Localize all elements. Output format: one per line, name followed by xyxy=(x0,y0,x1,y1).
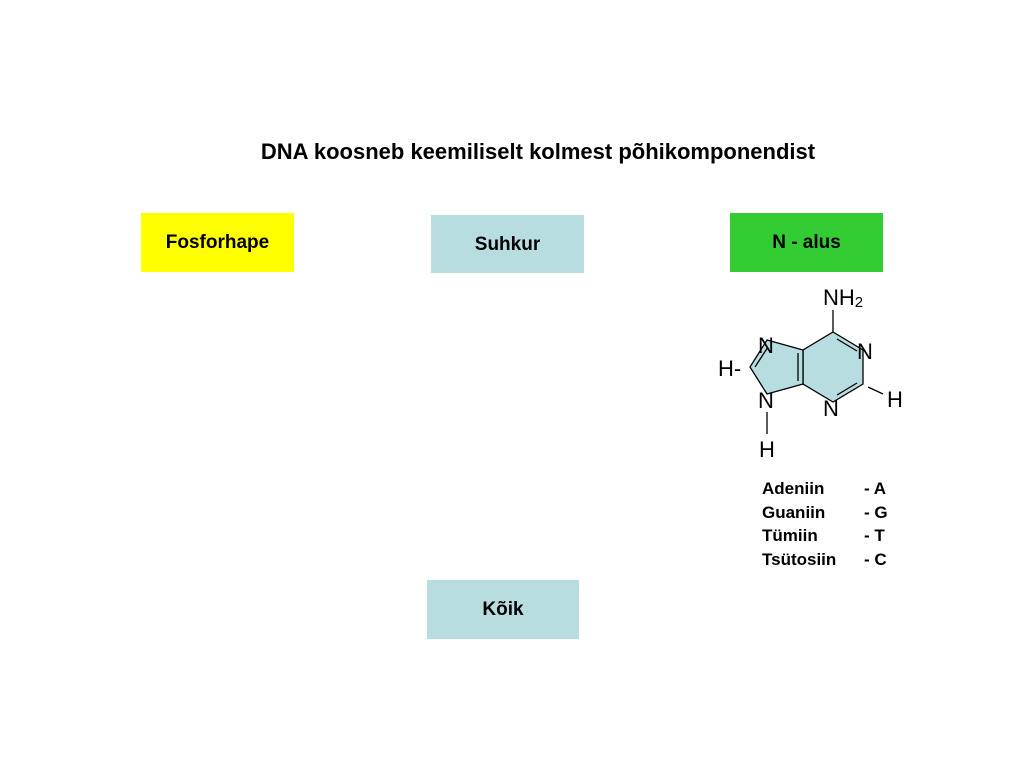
base-name: Tsütosiin xyxy=(762,549,837,569)
six-membered-ring xyxy=(802,331,864,403)
koik-button[interactable]: Kõik xyxy=(427,580,579,639)
base-code: - T xyxy=(864,526,885,545)
base-name: Tümiin xyxy=(762,526,818,545)
base-code: - C xyxy=(864,549,887,569)
h-bottom-label: H xyxy=(759,437,775,462)
n-bottom-left-label: N xyxy=(758,388,774,413)
adenine-labels: NH2 N N N N H- H H xyxy=(718,285,903,462)
base-code: - G xyxy=(864,502,888,522)
list-item: Tsütosiin - C xyxy=(762,548,888,572)
h-right-label: H xyxy=(887,387,903,412)
list-item: Guaniin - G xyxy=(762,501,888,525)
n-right-label: N xyxy=(857,339,873,364)
fosforhape-button[interactable]: Fosforhape xyxy=(141,213,294,272)
base-name: Guaniin xyxy=(762,502,826,522)
base-code: - A xyxy=(864,479,887,498)
base-name: Adeniin xyxy=(762,479,825,498)
list-item: Tümiin - T xyxy=(762,524,888,548)
n-bottom-label: N xyxy=(823,396,839,421)
slide-title: DNA koosneb keemiliselt kolmest põhikomp… xyxy=(260,139,816,164)
adenine-bonds xyxy=(754,310,884,434)
suhkur-button[interactable]: Suhkur xyxy=(431,215,584,273)
adenine-structure: NH2 N N N N H- H H xyxy=(718,285,903,462)
nitrogen-base-list: Adeniin - A Guaniin - G Tümiin - T Tsüto… xyxy=(762,477,888,571)
h-left-label: H- xyxy=(718,356,741,381)
list-item: Adeniin - A xyxy=(762,477,888,501)
nh2-label: NH2 xyxy=(823,285,863,311)
n-alus-button[interactable]: N - alus xyxy=(730,213,883,272)
n-top-left-label: N xyxy=(758,333,774,358)
